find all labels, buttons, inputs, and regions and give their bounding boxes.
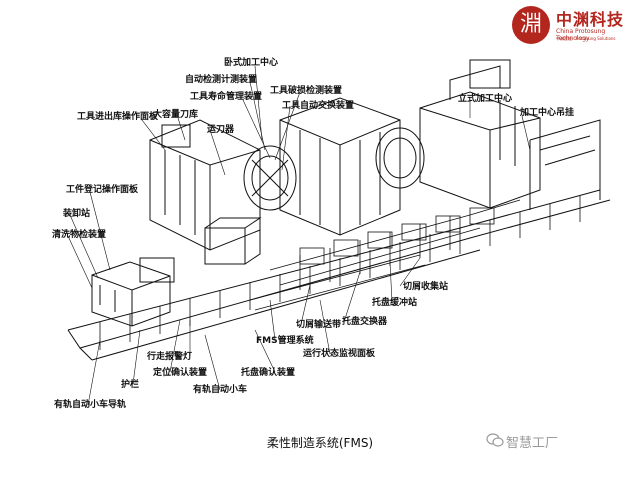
label-mc-hanger: 加工中心吊挂 (520, 108, 575, 118)
watermark-text: 智慧工厂 (506, 436, 559, 451)
label-loading-station: 装卸站 (63, 209, 91, 219)
label-fms-mgmt: FMS管理系统 (256, 336, 314, 346)
horizontal-mc-mid (279, 97, 401, 236)
label-tool-transfer: 运刀器 (207, 125, 235, 135)
label-tool-magazine-measure: 工具破损检测装置 (270, 86, 343, 96)
tool-magazine-ring-1 (243, 145, 297, 211)
company-logo: 淵 中渊科技 China Protosung Technology 中渊智能 ·… (512, 4, 638, 44)
label-vertical-mc: 立式加工中心 (458, 94, 513, 104)
label-big-tool-magazine: 大容量刀库 (153, 110, 199, 120)
rail-track (67, 189, 601, 331)
label-tool-io-panel: 工具进出库操作面板 (77, 112, 159, 122)
pallet-buffer (269, 199, 521, 290)
label-guard: 护栏 (121, 380, 140, 390)
label-pallet-confirm: 托盘确认装置 (241, 368, 296, 378)
logo-mark: 淵 (512, 6, 550, 44)
chip-conveyor (249, 254, 426, 311)
label-pallet-exchanger: 托盘交换器 (342, 317, 388, 327)
label-travel-alarm: 行走报警灯 (147, 352, 193, 362)
label-chip-conveyor: 切屑输送带 (296, 320, 342, 330)
logo-name-cn: 中渊科技 (556, 10, 625, 29)
leader-lines (67, 65, 531, 406)
label-tool-auto-exchange: 工具自动交换装置 (282, 101, 355, 111)
mc-hanger-gantry (529, 119, 601, 210)
label-tool-life: 工具寿命管理装置 (190, 92, 263, 102)
vertical-mc (419, 59, 541, 209)
label-workpiece-register-panel: 工件登记操作面板 (66, 185, 139, 195)
tool-magazine-ring-2 (375, 127, 425, 189)
label-pallet-buffer: 托盘缓冲站 (372, 298, 418, 308)
figure-caption: 柔性制造系统(FMS) (266, 436, 374, 450)
label-running-monitor: 运行状态监视面板 (303, 349, 376, 359)
logo-tagline: 中渊智能 · Protosung Solutions (556, 36, 616, 41)
label-position-confirm: 定位确认装置 (153, 368, 208, 378)
loading-station (91, 257, 175, 327)
label-horizontal-mc: 卧式加工中心 (224, 58, 279, 68)
wechat-icon (486, 433, 504, 447)
label-agv-guide: 有轨自动小车导轨 (54, 400, 127, 410)
tool-transfer-box (204, 217, 262, 265)
label-cleaning-device: 清洗物检装置 (52, 230, 107, 240)
label-chip-station: 切屑收集站 (403, 282, 449, 292)
label-auto-measure: 自动检测计测装置 (185, 75, 258, 85)
label-rail-agv: 有轨自动小车 (193, 385, 248, 395)
rail-supports (99, 196, 581, 350)
logo-name-en: China Protosung Technology (556, 28, 606, 42)
